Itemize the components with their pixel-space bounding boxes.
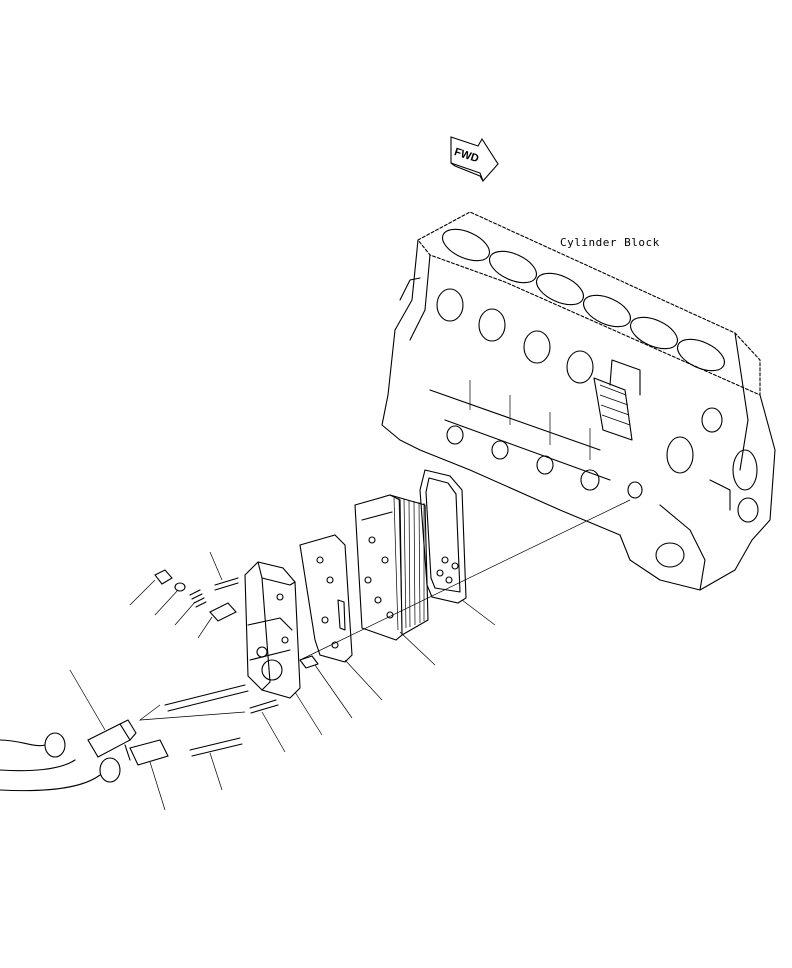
oil-cooler-cover <box>244 561 319 699</box>
gasket-rear <box>419 469 467 604</box>
leader-lines <box>69 499 631 811</box>
fwd-arrow-icon: FWD <box>450 136 499 183</box>
small-parts <box>0 569 279 792</box>
oil-cooler-element <box>354 494 429 641</box>
gasket-front <box>299 534 353 663</box>
cylinder-block-label: Cylinder Block <box>560 236 660 249</box>
cylinder-block: Cylinder Block <box>381 211 776 591</box>
